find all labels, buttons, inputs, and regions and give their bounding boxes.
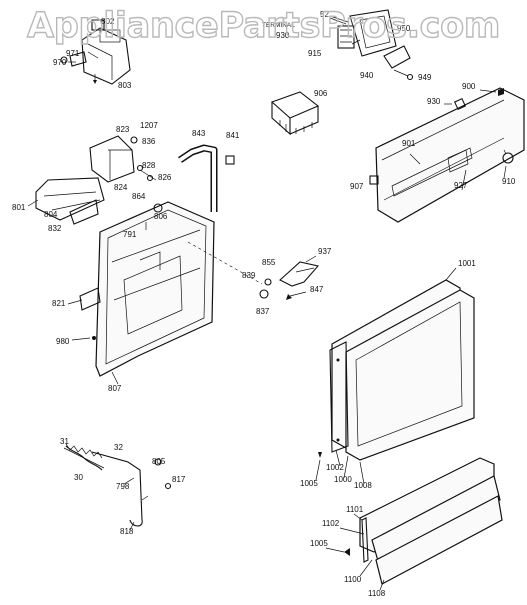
label-832: 832	[48, 224, 62, 233]
label-826: 826	[158, 173, 172, 182]
label-1000: 1000	[334, 475, 352, 484]
label-803: 803	[118, 81, 132, 90]
label-950: 950	[397, 24, 411, 33]
label-930: 930	[427, 97, 441, 106]
label-910: 910	[502, 177, 516, 186]
part-labels: 802 971 970 803 52 TERMINAL 930 950 915 …	[12, 10, 516, 598]
label-940: 940	[360, 71, 374, 80]
label-52: 52	[320, 10, 329, 19]
label-802: 802	[101, 17, 115, 26]
label-798: 798	[116, 482, 130, 491]
spring-linkage	[63, 443, 172, 527]
label-1101: 1101	[346, 505, 364, 514]
label-818: 818	[120, 527, 134, 536]
label-907: 907	[350, 182, 364, 191]
label-1005-lower: 1005	[310, 539, 328, 548]
label-791: 791	[123, 230, 137, 239]
label-1100: 1100	[344, 575, 362, 584]
outer-door-panel	[318, 279, 475, 461]
label-807: 807	[108, 384, 122, 393]
label-804: 804	[44, 210, 58, 219]
terminal-block	[329, 9, 414, 81]
label-927: 927	[454, 181, 468, 190]
label-terminal: TERMINAL	[262, 22, 295, 29]
kick-plate	[344, 457, 503, 585]
control-panel-901	[369, 87, 525, 223]
label-855: 855	[262, 258, 276, 267]
leader-dashed	[187, 241, 263, 285]
label-1005-upper: 1005	[300, 479, 318, 488]
label-971: 971	[66, 49, 80, 58]
label-837: 837	[256, 307, 270, 316]
label-30: 30	[74, 473, 83, 482]
label-847: 847	[310, 285, 324, 294]
label-970: 970	[53, 58, 67, 67]
label-836: 836	[142, 137, 156, 146]
label-930-top: 930	[276, 31, 290, 40]
label-823: 823	[116, 125, 130, 134]
label-843: 843	[192, 129, 206, 138]
label-32: 32	[114, 443, 123, 452]
label-1207: 1207	[140, 121, 158, 130]
label-1102: 1102	[322, 519, 340, 528]
label-31: 31	[60, 437, 69, 446]
label-801: 801	[12, 203, 26, 212]
switch-assembly-803	[60, 19, 131, 85]
label-915: 915	[308, 49, 322, 58]
latch-assembly	[35, 135, 157, 225]
label-1002: 1002	[326, 463, 344, 472]
label-949: 949	[418, 73, 432, 82]
label-828: 828	[142, 161, 156, 170]
label-817: 817	[172, 475, 186, 484]
label-806: 806	[154, 212, 168, 221]
inner-door-807	[79, 201, 215, 377]
label-937: 937	[318, 247, 332, 256]
label-821: 821	[52, 299, 66, 308]
leader-lines	[27, 15, 507, 591]
label-900: 900	[462, 82, 476, 91]
label-841: 841	[226, 131, 240, 140]
label-901: 901	[402, 139, 416, 148]
label-980: 980	[56, 337, 70, 346]
label-864: 864	[132, 192, 146, 201]
hinge-rod-843	[178, 144, 235, 212]
label-805: 805	[152, 457, 166, 466]
connector-906	[270, 91, 320, 136]
latch-937	[259, 261, 320, 300]
label-906: 906	[314, 89, 328, 98]
label-1001: 1001	[458, 259, 476, 268]
label-1108: 1108	[368, 589, 386, 598]
label-1008: 1008	[354, 481, 372, 490]
label-824: 824	[114, 183, 128, 192]
label-839: 839	[242, 271, 256, 280]
